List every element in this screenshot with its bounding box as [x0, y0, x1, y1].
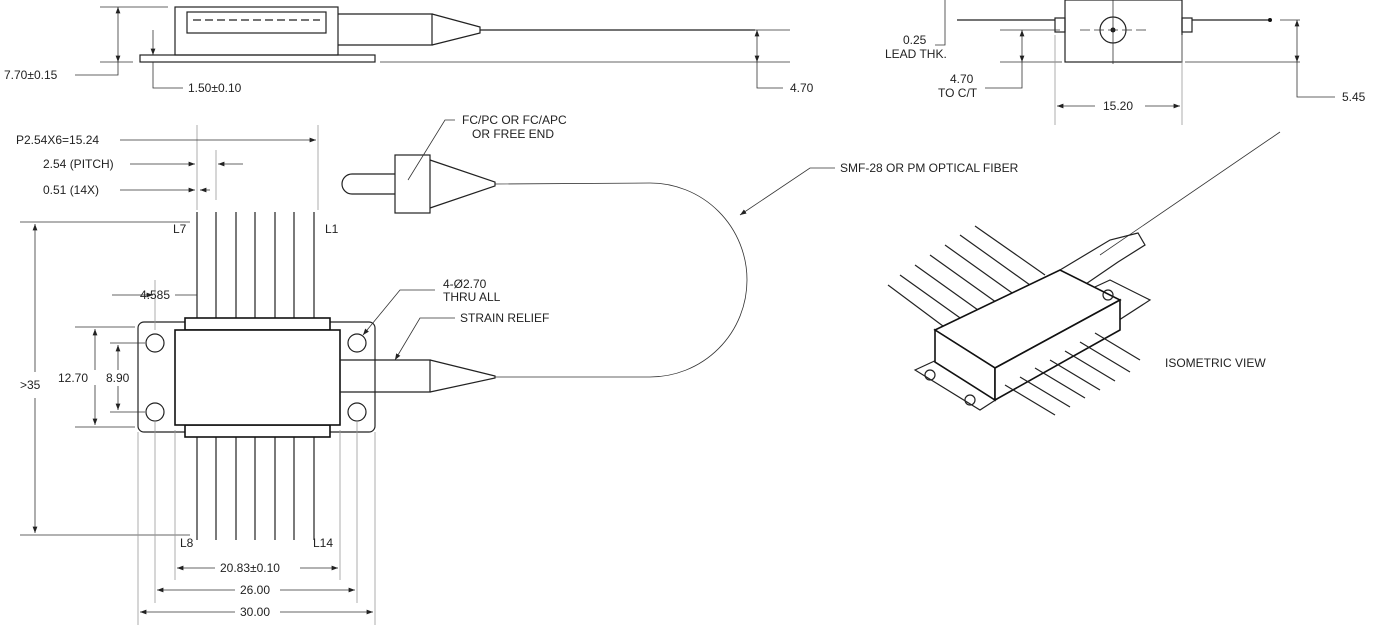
holes-label: THRU ALL	[443, 290, 501, 304]
side-cone	[431, 13, 481, 46]
connector-label-1: FC/PC OR FC/APC	[462, 113, 567, 127]
pins-top	[196, 212, 315, 320]
isometric-view: ISOMETRIC VIEW	[887, 131, 1281, 416]
hole-spacing-dim: 8.90	[106, 371, 130, 385]
end-body	[1064, 0, 1183, 63]
flange-height-dim: 12.70	[58, 371, 88, 385]
holes-value: 4-Ø2.70	[443, 277, 487, 291]
length-dim: >35	[20, 378, 41, 392]
side-view: 7.70±0.15 1.50±0.10 4.70	[4, 6, 814, 95]
pitch-dim: 2.54 (PITCH)	[43, 157, 114, 171]
pin-label-l1: L1	[325, 222, 339, 236]
ct-value: 4.70	[950, 72, 974, 86]
ct-label: TO C/T	[938, 86, 978, 100]
side-tube	[338, 13, 433, 46]
body-width-dim: 20.83±0.10	[220, 561, 280, 575]
side-window	[186, 11, 327, 34]
pin-label-l7: L7	[173, 222, 187, 236]
optical-fiber	[494, 182, 748, 378]
flange-dim: 1.50±0.10	[188, 81, 242, 95]
pin-label-l8: L8	[180, 536, 194, 550]
end-height-dim: 5.45	[1342, 90, 1366, 104]
end-width-dim: 15.20	[1103, 99, 1133, 113]
total-width-dim: 30.00	[240, 605, 270, 619]
fiber-height-dim: 4.70	[790, 81, 814, 95]
strain-relief-cone	[429, 359, 496, 393]
plan-view: L7 L1 L8 L14 P2.54X6=15.24 2.54 (PITCH) …	[16, 113, 1019, 625]
height-dim: 7.70±0.15	[4, 68, 58, 82]
fiber-label: SMF-28 OR PM OPTICAL FIBER	[840, 161, 1019, 175]
pin-offset-dim: 4.585	[140, 288, 170, 302]
lead-thk-label: LEAD THK.	[885, 47, 947, 61]
lead-thk-value: 0.25	[903, 33, 927, 47]
end-view: 0.25 LEAD THK. 4.70 TO C/T 15.20 5.45	[885, 0, 1366, 125]
side-flange	[139, 54, 376, 63]
pin-width-dim: 0.51 (14X)	[43, 183, 99, 197]
isometric-label: ISOMETRIC VIEW	[1165, 356, 1266, 370]
pins-bottom	[196, 435, 315, 540]
pitch-total-dim: P2.54X6=15.24	[16, 133, 99, 147]
strain-relief-label: STRAIN RELIEF	[460, 311, 549, 325]
connector-nose	[341, 173, 395, 195]
hole-width-dim: 26.00	[240, 583, 270, 597]
connector-boot	[429, 159, 496, 209]
connector-body	[394, 154, 431, 214]
pin-label-l14: L14	[313, 536, 333, 550]
side-body	[174, 6, 339, 56]
strain-relief-tube	[340, 359, 431, 393]
connector-label-2: OR FREE END	[472, 127, 554, 141]
plan-body	[174, 329, 341, 426]
